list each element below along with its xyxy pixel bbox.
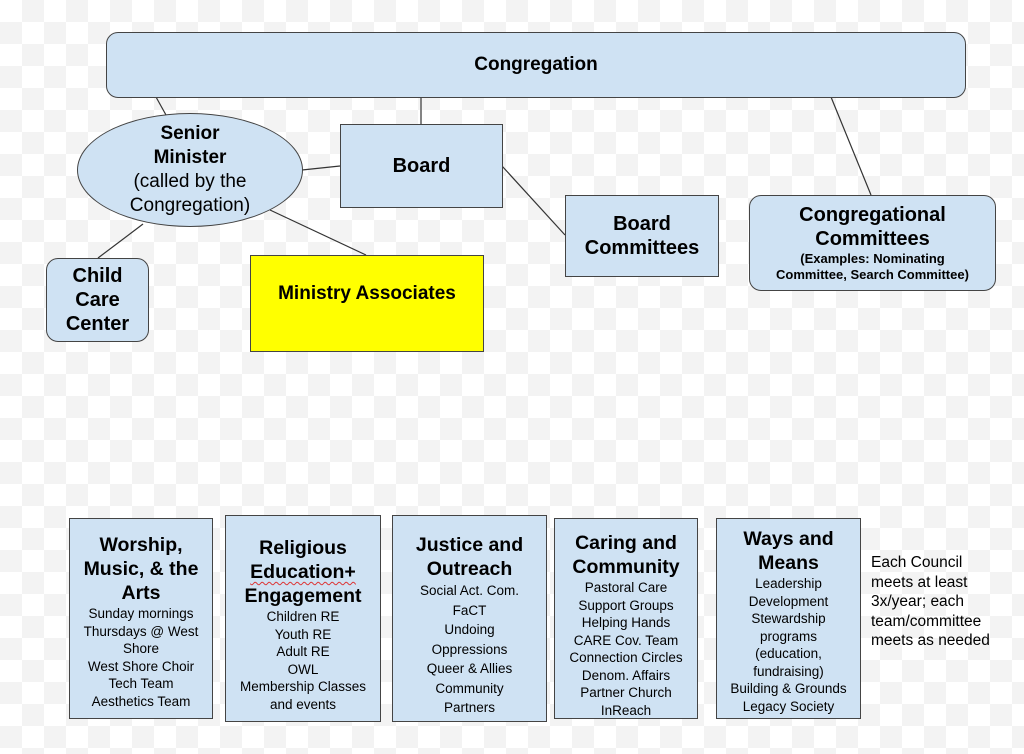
council-heading: Engagement [244,585,362,607]
child-care-center-box: Child Care Center [46,258,149,342]
council-religious-education: Religious Education+ Engagement Children… [225,515,381,722]
council-heading: Community [572,556,680,578]
link-senior-minister-child-care [97,223,144,259]
council-meeting-note: Each Council meets at least 3x/year; eac… [871,553,1021,651]
council-item: Social Act. Com. [419,583,520,598]
council-item: programs [759,628,818,644]
council-item: Undoing [444,622,495,637]
council-item: Aesthetics Team [91,693,191,709]
ministry-associates-label: Ministry Associates [278,282,456,304]
senior-minister-title-2: Minister [153,147,227,168]
council-ways-means: Ways and Means Leadership Development St… [716,518,861,719]
council-item: Partner Church [580,685,672,700]
council-item: OWL [287,661,319,677]
council-item: Children RE [266,609,340,624]
council-item: Tech Team [108,676,174,691]
board-label: Board [392,155,451,177]
council-item: Membership Classes [239,679,367,694]
council-caring-community: Caring and Community Pastoral Care Suppo… [554,518,698,719]
council-item: Building & Grounds [730,681,847,696]
senior-minister-node: Senior Minister (called by the Congregat… [77,113,303,227]
council-item: Helping Hands [581,615,671,630]
link-board-board-committees [501,165,566,236]
note-line: 3x/year; each [871,593,965,610]
note-line: team/committee [871,612,982,630]
child-care-line3: Center [65,313,130,335]
council-heading: Means [758,552,819,574]
council-item: Legacy Society [742,698,835,714]
council-item: Shore [122,641,160,656]
child-care-line2: Care [75,289,120,311]
council-item: Denom. Affairs [581,667,671,683]
council-heading: Justice and [415,534,524,556]
council-item: InReach [600,702,652,718]
senior-minister-title-1: Senior [160,123,220,144]
congregation-box: Congregation [106,32,966,98]
council-item: Sunday mornings [88,606,194,621]
congregational-committees-box: Congregational Committees (Examples: Nom… [749,195,996,291]
ministry-associates-box: Ministry Associates [250,255,484,352]
council-item: Leadership [755,576,822,591]
council-item: (education, [755,646,822,661]
board-box: Board [340,124,503,208]
council-item: West Shore Choir [87,658,195,674]
link-senior-minister-ministry-associates [269,209,367,256]
senior-minister-subtitle-2: Congregation) [129,195,251,216]
council-item: FaCT [452,602,487,618]
link-senior-minister-board [301,165,341,171]
note-line: Each Council [871,554,963,571]
board-committees-line2: Committees [584,237,700,259]
council-item: Thursdays @ West [83,623,199,639]
council-heading: Music, & the [83,558,199,580]
council-item: Partners [443,700,496,715]
council-item: CARE Cov. Team [573,632,679,648]
council-heading: Ways and [743,528,834,550]
council-item: Adult RE [276,644,330,659]
council-heading: Outreach [426,558,513,580]
council-heading: Arts [121,582,161,604]
council-item: Stewardship [751,611,826,626]
congregational-committees-examples-1: (Examples: Nominating [800,251,945,266]
council-heading: Education+ [250,561,356,583]
council-justice-outreach: Justice and Outreach Social Act. Com. Fa… [392,515,547,722]
congregational-committees-line1: Congregational [799,204,946,226]
council-item: Youth RE [274,626,332,642]
council-item: Support Groups [578,597,674,613]
council-item: Connection Circles [569,650,683,665]
council-heading: Worship, [99,534,183,556]
congregational-committees-line2: Committees [815,228,930,250]
note-line: meets at least [871,573,968,591]
board-committees-box: Board Committees [565,195,719,277]
note-line: meets as needed [871,632,990,649]
link-congregation-senior-minister [155,96,167,116]
council-heading: Caring and [575,532,677,554]
council-item: Queer & Allies [426,661,513,676]
congregation-label: Congregation [474,54,598,75]
council-item: Oppressions [431,641,508,657]
senior-minister-subtitle-1: (called by the [133,171,247,192]
link-congregation-congregational-committees [830,96,872,196]
council-worship: Worship, Music, & the Arts Sunday mornin… [69,518,213,719]
board-committees-line1: Board [613,213,671,235]
congregational-committees-examples-2: Committee, Search Committee) [776,267,969,282]
council-item: Community [435,680,504,696]
council-item: Development [748,593,829,609]
council-item: and events [269,696,337,712]
child-care-line1: Child [72,265,123,287]
council-item: Pastoral Care [584,580,668,595]
council-heading: Religious [259,537,347,559]
council-item: fundraising) [753,663,824,679]
